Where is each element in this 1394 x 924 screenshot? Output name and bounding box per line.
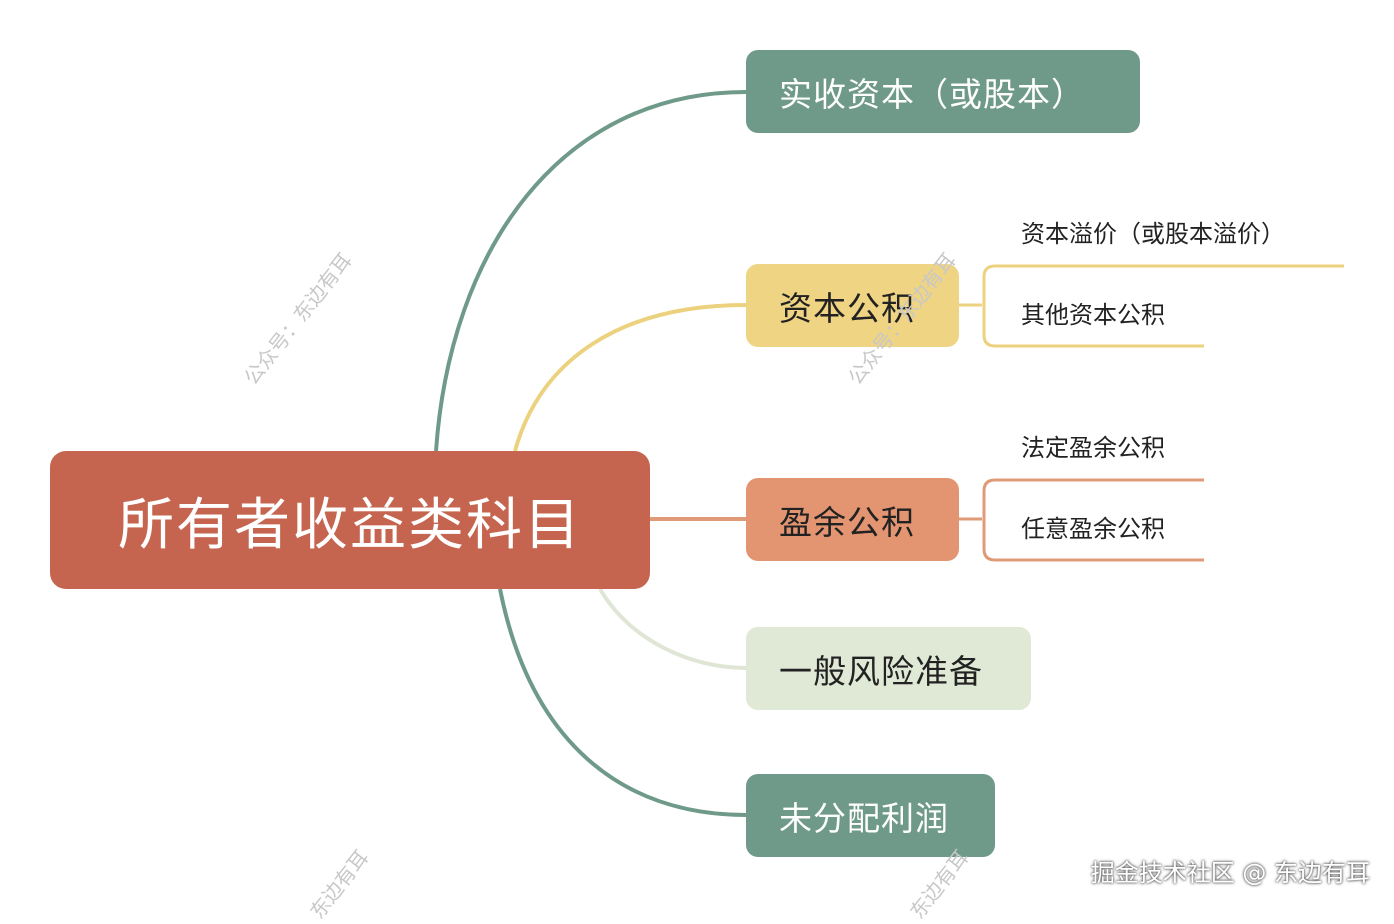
children-bracket-branch-3 (959, 478, 1204, 562)
child-node-discretionary-surplus[interactable]: 任意盈余公积 (1021, 515, 1165, 543)
connector-root-branch-1 (434, 90, 747, 452)
child-node-capital-premium[interactable]: 资本溢价（或股本溢价） (1021, 220, 1285, 248)
branch-node-surplus-reserve[interactable]: 盈余公积 (746, 478, 959, 561)
connector-root-branch-4 (598, 587, 747, 670)
branch-label: 实收资本（或股本） (779, 74, 1085, 114)
branch-node-capital-reserve[interactable]: 资本公积 (746, 264, 959, 347)
child-node-other-capital-reserve[interactable]: 其他资本公积 (1021, 301, 1165, 329)
source-credit: 掘金技术社区 @ 东边有耳 (1090, 859, 1370, 887)
branch-label: 资本公积 (779, 288, 915, 328)
branch-label: 未分配利润 (779, 798, 949, 838)
child-node-statutory-surplus[interactable]: 法定盈余公积 (1021, 434, 1165, 462)
root-node[interactable]: 所有者收益类科目 (50, 451, 650, 589)
connector-root-branch-5 (498, 588, 747, 817)
connector-root-branch-2 (513, 303, 747, 452)
branch-node-general-risk-reserve[interactable]: 一般风险准备 (746, 627, 1031, 710)
children-bracket-branch-2 (959, 264, 1344, 348)
branch-node-paid-in-capital[interactable]: 实收资本（或股本） (746, 50, 1140, 133)
root-label: 所有者收益类科目 (118, 492, 582, 558)
branch-label: 盈余公积 (779, 502, 915, 542)
branch-label: 一般风险准备 (779, 651, 983, 691)
branch-node-undistributed-profit[interactable]: 未分配利润 (746, 774, 995, 857)
